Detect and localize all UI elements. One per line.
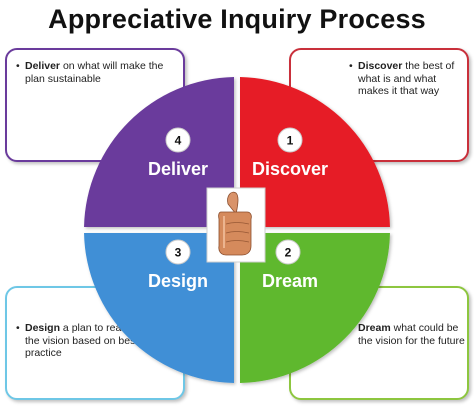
thumbs-up-icon: [206, 187, 266, 263]
discover-keyword: Discover: [358, 60, 403, 72]
design-description: Design a plan to realize the vision base…: [16, 322, 147, 360]
dream-keyword: Dream: [358, 322, 391, 334]
discover-number-badge: 1: [277, 127, 303, 153]
design-keyword: Design: [25, 322, 61, 334]
discover-quadrant: [240, 77, 390, 227]
dream-number-badge: 2: [275, 239, 301, 265]
discover-label: Discover: [252, 159, 328, 179]
discover-text: the best of what is and what makes it th…: [358, 60, 455, 97]
dream-text: what could be the vision for the future: [358, 322, 465, 347]
deliver-number-badge: 4: [165, 127, 191, 153]
design-label: Design: [148, 271, 208, 291]
dream-description: Dream what could be the vision for the f…: [349, 322, 470, 347]
deliver-label: Deliver: [148, 159, 208, 179]
discover-number: 1: [287, 134, 294, 148]
design-number-badge: 3: [165, 239, 191, 265]
diagram-title: Appreciative Inquiry Process: [48, 4, 426, 34]
deliver-number: 4: [175, 134, 182, 148]
dream-label: Dream: [262, 271, 318, 291]
dream-number: 2: [285, 246, 292, 260]
design-number: 3: [175, 246, 182, 260]
deliver-quadrant: [84, 77, 234, 227]
dream-quadrant: [240, 233, 390, 383]
deliver-description: Deliver on what will make the plan susta…: [16, 60, 185, 85]
discover-description: Discover the best of what is and what ma…: [349, 60, 470, 98]
deliver-keyword: Deliver: [25, 60, 61, 72]
deliver-text: on what will make the plan sustainable: [25, 60, 164, 85]
design-quadrant: [84, 233, 234, 383]
